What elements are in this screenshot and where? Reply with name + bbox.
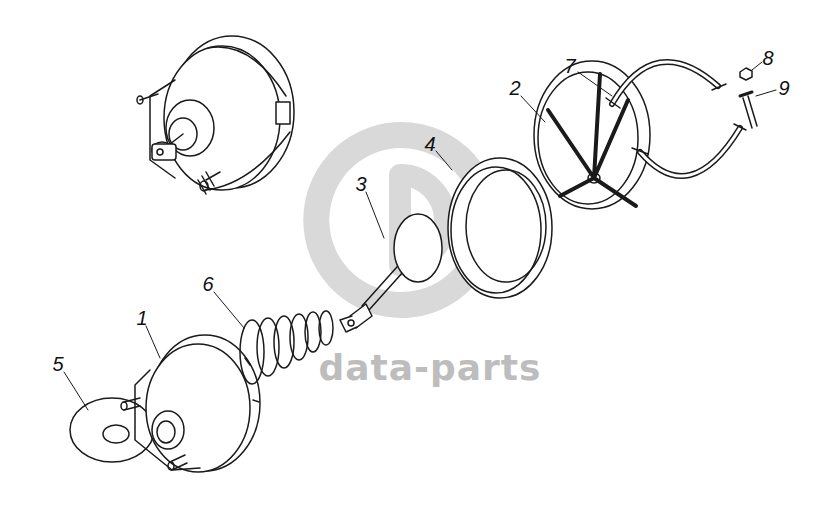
chamber-cover [534,61,650,209]
clamp-nut [740,68,752,80]
clamp-ring [606,62,746,176]
callout-number: 7 [564,56,575,76]
callout-number: 1 [136,308,147,328]
callout-number: 8 [762,48,773,68]
assembled-chamber [137,36,294,194]
watermark-logo [316,135,470,305]
callout-number: 3 [355,174,366,194]
leader-lines [64,62,776,410]
watermark: data-parts [319,350,542,386]
callout-number: 4 [424,134,435,154]
clamp-bolt [740,92,757,128]
callout-number: 2 [509,78,520,98]
callout-number: 5 [52,354,63,374]
diaphragm [448,158,552,298]
callout-number: 6 [202,274,213,294]
chamber-housing [121,335,260,472]
callout-number: 9 [778,78,789,98]
washer [70,398,154,462]
pushrod-diaphragm-plate [340,214,442,332]
